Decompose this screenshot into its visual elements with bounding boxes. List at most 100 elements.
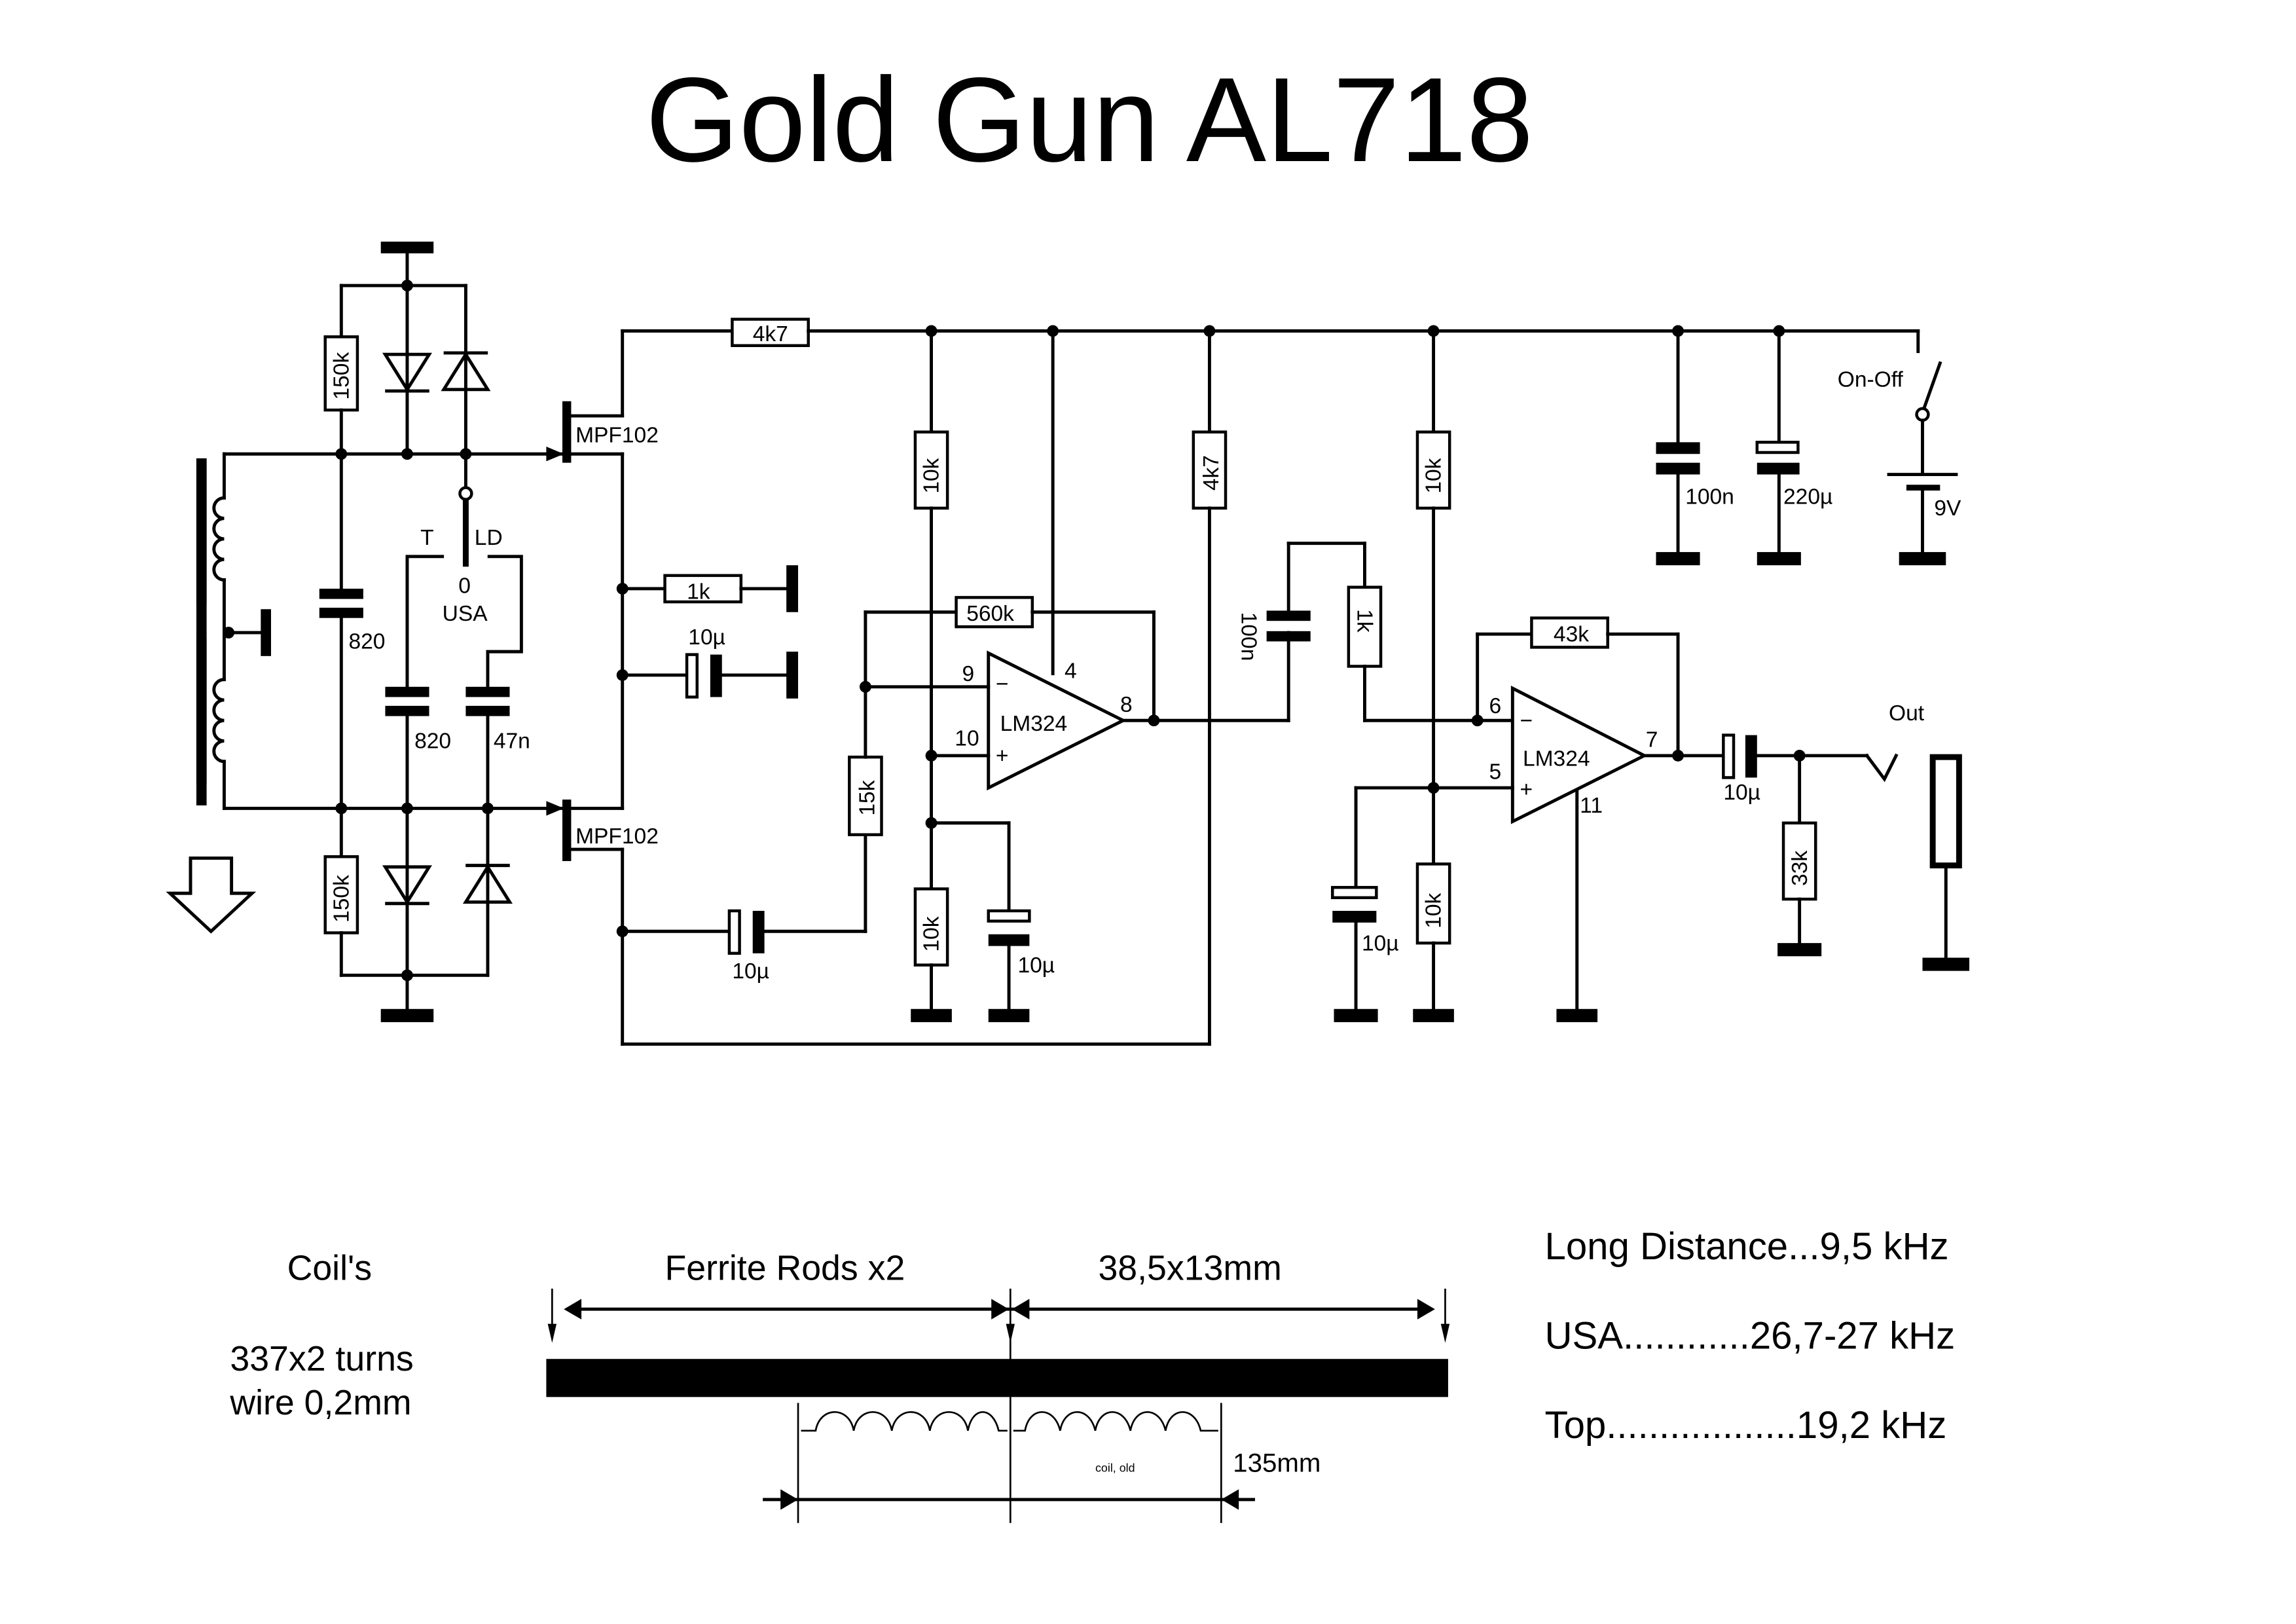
label-c820-t: 820 xyxy=(414,729,451,754)
switch-label-t: T xyxy=(420,526,433,550)
freq-row: Top..................19,2 kHz xyxy=(1545,1404,1947,1447)
power-switch-label: On-Off xyxy=(1838,367,1904,392)
opamp-lm324-2 xyxy=(1510,686,1649,824)
label-c220u-supply: 220µ xyxy=(1783,485,1832,509)
ground-icon xyxy=(380,1008,434,1022)
switch-label-ld: LD xyxy=(475,526,503,550)
range-switch[interactable] xyxy=(458,486,473,501)
pin-label: 10 xyxy=(955,726,979,750)
pin-label: 11 xyxy=(1580,794,1603,818)
label-c100n-supply: 100n xyxy=(1685,485,1734,509)
pin-label: 5 xyxy=(1489,760,1502,784)
label-c100n-couple: 100n xyxy=(1237,612,1261,661)
ferrite-core-bottom xyxy=(196,638,207,805)
power-switch[interactable] xyxy=(1922,361,1942,411)
frequency-table: Long Distance...9,5 kHz USA............2… xyxy=(1545,1225,1956,1447)
label-560k: 560k xyxy=(966,602,1014,626)
ground-icon xyxy=(1334,1008,1378,1022)
output-jack-icon[interactable] xyxy=(1865,753,1899,783)
label-10k-div2-bot: 10k xyxy=(1422,893,1446,928)
label-1k-in2: 1k xyxy=(1352,609,1376,633)
resistor-10k-div2-bot xyxy=(1415,862,1451,945)
ferrite-core-top xyxy=(196,458,207,605)
diode-icon xyxy=(462,864,513,904)
ground-icon xyxy=(1899,552,1946,566)
label-33k: 33k xyxy=(1788,851,1812,886)
jfet-top xyxy=(562,401,572,463)
label-4k7-drain: 4k7 xyxy=(753,322,788,346)
ground-icon xyxy=(1922,957,1970,971)
label-jfet-bottom: MPF102 xyxy=(575,824,659,849)
ground-icon xyxy=(1757,552,1801,566)
pin-label: 7 xyxy=(1646,728,1658,752)
plus-sign: + xyxy=(996,744,1009,768)
label-10k-div1-bot: 10k xyxy=(920,916,944,951)
label-43k: 43k xyxy=(1554,622,1589,646)
page-title: Gold Gun AL718 xyxy=(646,52,1533,187)
opamp1-label: LM324 xyxy=(1000,712,1068,736)
label-4k7-vertical: 4k7 xyxy=(1199,455,1224,490)
label-c10u-source: 10µ xyxy=(688,625,725,650)
rods-label: Ferrite Rods x2 xyxy=(665,1248,905,1287)
opamp2-label: LM324 xyxy=(1523,747,1590,771)
diode-icon xyxy=(441,351,491,392)
ferrite-rod xyxy=(546,1359,1448,1397)
coil-wire: wire 0,2mm xyxy=(229,1383,411,1422)
out-label: Out xyxy=(1889,701,1925,726)
resistor-1k-source xyxy=(663,574,743,604)
dimension-lines xyxy=(547,1288,1450,1523)
battery-label: 9V xyxy=(1934,496,1961,521)
label-c10u-div1: 10µ xyxy=(1017,953,1055,978)
ground-icon xyxy=(786,565,799,612)
minus-sign: − xyxy=(1520,709,1533,733)
resistor-10k-div1-top xyxy=(913,430,949,510)
rods-size: 38,5x13mm xyxy=(1098,1248,1281,1287)
pin-label: 4 xyxy=(1065,659,1077,683)
resistor-43k xyxy=(1530,616,1609,649)
switch-label-0: 0 xyxy=(458,574,471,599)
label-10k-div2-top: 10k xyxy=(1422,458,1446,493)
coil-label: coil, old xyxy=(1095,1461,1135,1474)
diode-icon xyxy=(382,865,432,906)
coil-heading: Coil's xyxy=(287,1248,373,1287)
minus-sign: − xyxy=(996,673,1009,697)
diode-icon xyxy=(382,352,432,393)
jfet-bottom xyxy=(562,799,572,861)
switch-label-usa: USA xyxy=(443,602,488,626)
freq-row: USA............26,7-27 kHz xyxy=(1545,1315,1956,1357)
search-coil xyxy=(196,452,343,810)
resistor-4k7-vertical xyxy=(1192,430,1228,510)
coil-turns: 337x2 turns xyxy=(230,1339,413,1378)
label-jfet-top: MPF102 xyxy=(575,423,659,447)
coil-drawing: coil, old xyxy=(763,1403,1255,1523)
ground-icon xyxy=(786,652,799,699)
headphone-icon xyxy=(1929,754,1962,869)
pin-label: 8 xyxy=(1120,693,1133,717)
ground-icon xyxy=(1777,943,1822,957)
label-150k-top: 150k xyxy=(330,352,354,400)
ground-icon xyxy=(1413,1008,1454,1022)
pin-label: 6 xyxy=(1489,694,1502,718)
resistor-1k-in2 xyxy=(1347,585,1383,668)
label-c47n: 47n xyxy=(494,729,530,754)
plus-sign: + xyxy=(1520,778,1533,802)
label-150k-bottom: 150k xyxy=(330,875,354,923)
label-1k-source: 1k xyxy=(687,580,710,604)
label-c10u-div2: 10µ xyxy=(1362,931,1399,955)
label-c10u-out: 10µ xyxy=(1723,781,1760,805)
pin-label: 9 xyxy=(962,662,974,686)
label-15k: 15k xyxy=(855,780,879,815)
resistor-10k-div2-top xyxy=(1415,430,1451,510)
coil-length: 135mm xyxy=(1233,1448,1321,1477)
arrow-down-icon xyxy=(166,856,257,934)
label-c10u-couple: 10µ xyxy=(732,959,769,984)
supply-rail-top xyxy=(380,241,434,253)
ground-icon xyxy=(911,1008,952,1022)
label-10k-div1-top: 10k xyxy=(920,458,944,493)
freq-row: Long Distance...9,5 kHz xyxy=(1545,1225,1949,1268)
ground-icon xyxy=(1656,552,1700,566)
resistor-33k xyxy=(1781,821,1817,901)
resistor-15k xyxy=(848,755,883,836)
resistor-560k xyxy=(955,596,1034,629)
